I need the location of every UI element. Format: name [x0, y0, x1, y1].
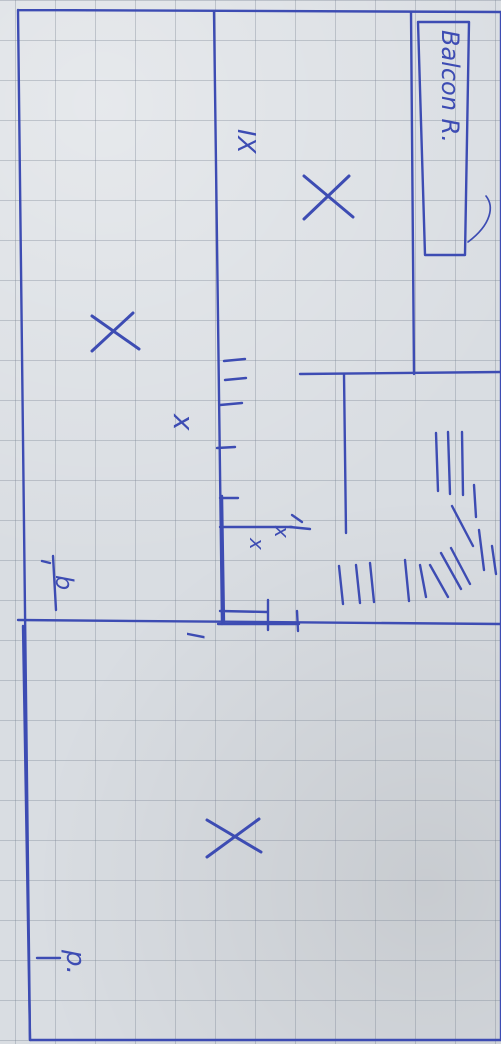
x-mark-left — [90, 311, 141, 353]
long-horizontal-wall — [16, 618, 501, 626]
stair-lines — [337, 430, 498, 606]
upper-middle-wall — [298, 370, 501, 376]
label-b: b — [50, 575, 78, 590]
small-left-mark — [40, 554, 58, 612]
label-p: p. — [60, 949, 90, 975]
inner-vertical-wall — [342, 372, 348, 535]
x-mark-bottom — [205, 817, 263, 859]
label-ix: IX — [232, 129, 261, 154]
door-mark-lower-left — [216, 494, 301, 626]
label-x-lower: x — [270, 525, 294, 538]
balcony-curve — [467, 195, 491, 243]
outer-border — [16, 8, 501, 1042]
label-x-left: x — [167, 413, 200, 431]
label-i: I — [181, 632, 209, 639]
balcony-label: Balcon R. — [436, 30, 464, 143]
x-mark-upper-right — [302, 174, 355, 221]
balcony-box — [416, 20, 471, 257]
label-x-lower-2: x — [245, 537, 269, 550]
door-mark-top — [215, 357, 248, 450]
right-room-wall — [409, 10, 416, 376]
left-room-wall — [212, 10, 224, 626]
door-mark-middle — [266, 513, 312, 633]
stairs-diagonals — [428, 504, 475, 599]
lower-left-wall — [21, 624, 32, 1042]
